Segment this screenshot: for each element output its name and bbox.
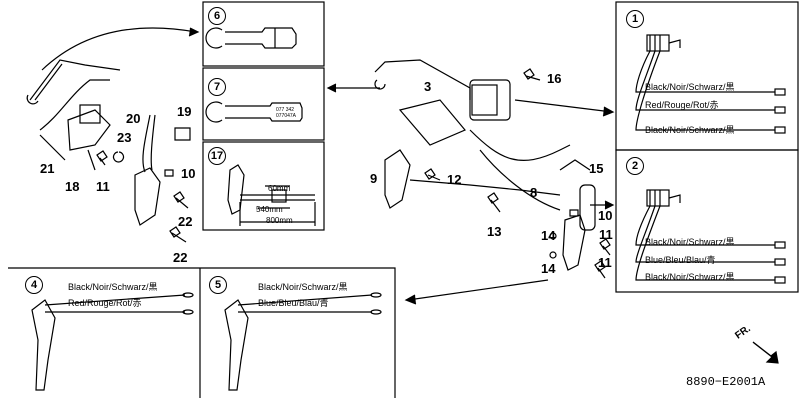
coil-unit-1 — [635, 34, 786, 134]
panel-7-frame — [202, 67, 325, 141]
callout-1: 1 — [626, 10, 644, 28]
bolt-10b — [569, 209, 579, 217]
bolt-13 — [487, 192, 501, 213]
panel-2-frame — [615, 149, 799, 293]
washer-23 — [112, 151, 125, 163]
bolt-11c — [96, 150, 108, 166]
panel-4-5-frame — [8, 267, 396, 398]
bolt-12 — [424, 168, 441, 181]
callout-16: 16 — [547, 71, 562, 86]
dim-800mm: 800mm — [266, 216, 293, 225]
callout-11c: 11 — [598, 255, 612, 270]
coil-unit-2 — [635, 189, 786, 284]
callout-9: 9 — [370, 171, 378, 186]
pulser-coil-20 — [134, 114, 161, 226]
spark-plug-cap-6 — [205, 27, 297, 49]
callout-10a: 10 — [181, 166, 196, 181]
wire-label-p1-bot: Black/Noir/Schwarz/黒 — [645, 125, 735, 135]
callout-15: 15 — [589, 161, 604, 176]
callout-18: 18 — [65, 179, 80, 194]
spark-plug-cap-7 — [205, 101, 303, 123]
ignition-coil-assembly-left — [26, 59, 121, 171]
callout-4: 4 — [25, 276, 43, 294]
callout-3: 3 — [424, 79, 432, 94]
callout-13: 13 — [487, 224, 502, 239]
svg-text:077 342: 077 342 — [276, 107, 294, 113]
wire-label-p4-top: Black/Noir/Schwarz/黒 — [68, 282, 158, 292]
callout-17: 17 — [208, 147, 226, 165]
wire-label-p2-mid: Blue/Bleu/Blau/青 — [645, 255, 716, 265]
diagram-code: 8890−E2001A — [686, 375, 766, 389]
callout-22a: 22 — [178, 214, 193, 229]
callout-23: 23 — [117, 130, 132, 145]
callout-14b: 14 — [541, 261, 556, 276]
callout-5: 5 — [209, 276, 227, 294]
dim-540mm: 540mm — [256, 205, 283, 214]
dim-60mm: 60mm — [268, 184, 291, 193]
callout-12: 12 — [447, 172, 462, 187]
arrow-to-panel-1 — [514, 99, 613, 113]
callout-14a: 14 — [541, 228, 556, 243]
bolt-11a — [599, 238, 611, 256]
front-arrow-icon — [752, 341, 779, 364]
bolt-22b — [169, 226, 187, 243]
callout-22b: 22 — [173, 250, 188, 265]
callout-11b: 11 — [599, 227, 613, 242]
wire-label-p2-bot: Black/Noir/Schwarz/黒 — [645, 272, 735, 282]
wire-label-p1-mid: Red/Rouge/Rot/赤 — [645, 100, 719, 110]
wire-label-p5-top: Black/Noir/Schwarz/黒 — [258, 282, 348, 292]
ignition-coil-cable-17 — [227, 164, 316, 226]
callout-6: 6 — [208, 7, 226, 25]
callout-21: 21 — [40, 161, 55, 176]
collar-14a — [549, 232, 557, 240]
callout-11a: 11 — [96, 179, 110, 194]
bolt-11b — [594, 260, 606, 279]
pulser-coil-4 — [31, 292, 194, 391]
pulser-coil-5 — [224, 292, 382, 391]
callout-19: 19 — [177, 104, 192, 119]
wire-label-p4-bot: Red/Rouge/Rot/赤 — [68, 298, 142, 308]
collar-14b — [549, 251, 557, 259]
callout-2: 2 — [626, 157, 644, 175]
clamp-19 — [174, 127, 191, 141]
wire-label-p5-bot: Blue/Bleu/Blau/青 — [258, 298, 329, 308]
bolt-10a — [164, 169, 174, 177]
bolt-16 — [523, 68, 541, 81]
wire-label-p1-top: Black/Noir/Schwarz/黒 — [645, 82, 735, 92]
arrow-to-panel-6 — [41, 27, 197, 71]
bolt-22a — [173, 191, 189, 209]
panel-17-frame — [202, 141, 325, 231]
callout-8: 8 — [530, 185, 538, 200]
ignition-assembly-center — [374, 59, 596, 271]
wire-label-p2-top: Black/Noir/Schwarz/黒 — [645, 237, 735, 247]
callout-10b: 10 — [598, 208, 613, 223]
arrow-to-panel-5 — [407, 279, 549, 301]
svg-text:077047A: 077047A — [276, 113, 297, 119]
callout-7: 7 — [208, 78, 226, 96]
callout-20: 20 — [126, 111, 141, 126]
panel-6-frame — [202, 1, 325, 67]
